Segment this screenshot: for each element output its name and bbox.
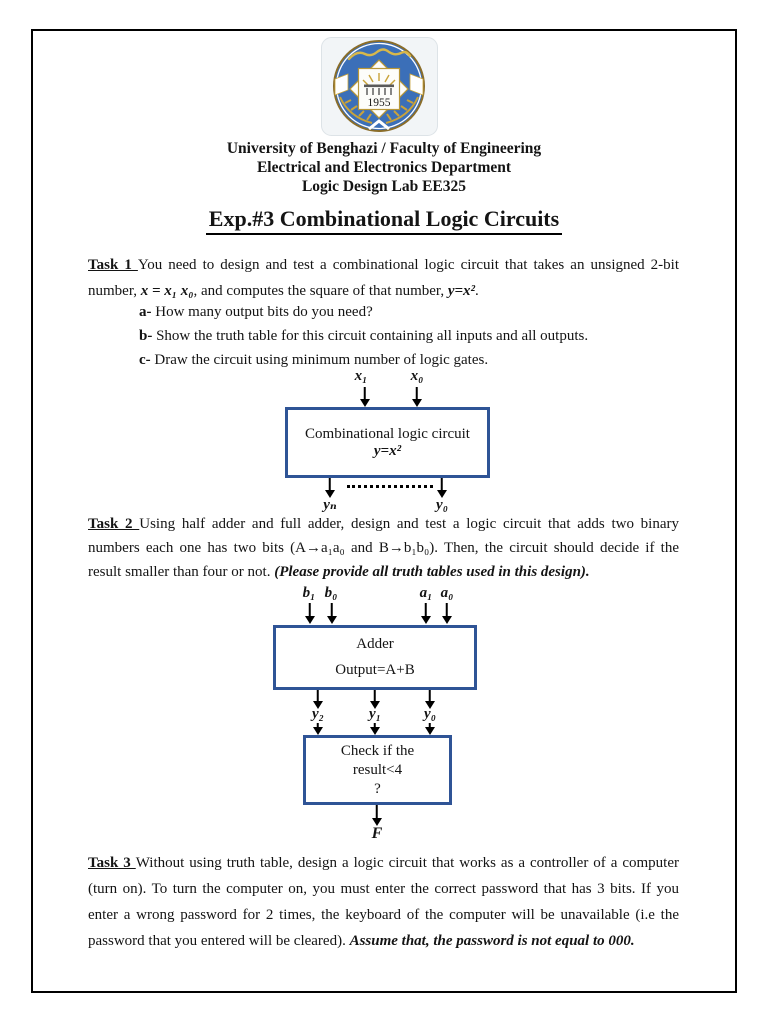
input-label-x0: x₀ <box>410 368 424 384</box>
logo-year: 1955 <box>368 97 391 109</box>
emphasis-note: (Please provide all truth tables used in… <box>274 564 590 580</box>
ellipsis-dots <box>347 485 433 488</box>
list-item: a- How many output bits do you need? <box>139 304 373 320</box>
ribbon-right <box>409 73 424 96</box>
output-label-y0: y₀ <box>436 497 448 513</box>
down-arrow-icon <box>371 805 382 826</box>
down-arrow-icon <box>369 723 380 735</box>
task2-label: Task 2 <box>88 516 140 532</box>
math-expression: x = x₁ x₀ <box>140 283 194 299</box>
down-arrow-icon <box>359 387 370 407</box>
input-label-x1: x₁ <box>354 368 368 384</box>
text-line: (turn on). To turn the computer on, you … <box>88 881 679 897</box>
university-logo: 1955 <box>321 37 438 136</box>
text-line: password that you entered will be cleare… <box>88 933 635 949</box>
down-arrow-icon <box>420 603 431 624</box>
task3-paragraph: Task 3 Without using truth table, design… <box>88 850 679 954</box>
input-label-a1: a₁ <box>419 585 433 601</box>
building <box>364 84 394 88</box>
document-header: University of Benghazi / Faculty of Engi… <box>88 139 680 196</box>
input-label-b0: b₀ <box>324 585 338 601</box>
header-line-1: University of Benghazi / Faculty of Engi… <box>226 140 542 157</box>
adder-box: Adder Output=A+B <box>273 625 477 690</box>
ribbon-left <box>334 73 349 96</box>
list-item: b- Show the truth table for this circuit… <box>139 328 589 344</box>
math-expression: y=x² <box>447 283 476 299</box>
list-item: c- Draw the circuit using minimum number… <box>139 352 489 368</box>
bottom-chevron <box>368 119 390 131</box>
input-label-b1: b₁ <box>302 585 316 601</box>
task2-paragraph: Task 2 Using half adder and full adder, … <box>88 512 679 584</box>
text-line: result smaller than four or not. (Please… <box>88 564 590 580</box>
page-border <box>31 29 737 993</box>
header-line-2: Electrical and Electronics Department <box>256 159 512 176</box>
down-arrow-icon <box>436 478 447 498</box>
down-arrow-icon <box>441 603 452 624</box>
task1-label: Task 1 <box>88 257 138 273</box>
task1-subitems: a- How many output bits do you need? b- … <box>139 300 679 372</box>
emphasis-note: Assume that, the password is not equal t… <box>349 933 635 949</box>
page-title: Exp.#3 Combinational Logic Circuits <box>205 206 563 235</box>
text-line: Task 1 You need to design and test a com… <box>88 257 680 273</box>
mid-label-y1: y₁ <box>369 706 381 722</box>
down-arrow-icon <box>411 387 422 407</box>
laurel-branches <box>339 96 419 124</box>
final-output-label-f: F <box>371 825 383 842</box>
text-line: Task 3 Without using truth table, design… <box>88 855 679 871</box>
mid-label-y2: y₂ <box>312 706 324 722</box>
down-arrow-icon <box>424 723 435 735</box>
sun-rays <box>362 73 396 86</box>
mid-label-y0: y₀ <box>424 706 436 722</box>
text-line: enter a wrong password for 2 times, the … <box>88 907 679 923</box>
down-arrow-icon <box>304 603 315 624</box>
output-label-yn: yₙ <box>323 497 337 513</box>
arabic-calligraphy <box>347 48 412 61</box>
down-arrow-icon <box>324 478 335 498</box>
task1-paragraph: Task 1 You need to design and test a com… <box>88 252 679 304</box>
input-label-a0: a₀ <box>440 585 454 601</box>
down-arrow-icon <box>326 603 337 624</box>
university-seal-icon: 1955 <box>321 37 438 136</box>
check-result-box: Check if the result<4 ? <box>303 735 452 805</box>
down-arrow-icon <box>312 723 323 735</box>
text-line: number, x = x₁ x₀, and computes the squa… <box>88 283 479 299</box>
task3-label: Task 3 <box>88 855 136 871</box>
star-emblem: 1955 <box>349 59 409 119</box>
combinational-logic-box: Combinational logic circuit y=x² <box>285 407 490 478</box>
text-line: numbers each one has two bits (A→a₁a₀ an… <box>88 540 679 556</box>
title-row: Exp.#3 Combinational Logic Circuits <box>0 206 768 235</box>
text-line: Task 2 Using half adder and full adder, … <box>88 516 679 532</box>
header-line-3: Logic Design Lab EE325 <box>301 178 467 195</box>
